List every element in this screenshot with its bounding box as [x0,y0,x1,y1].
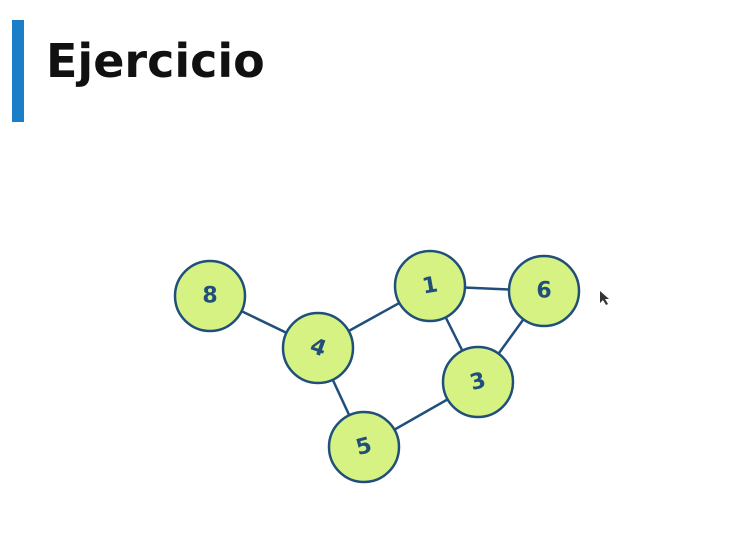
node-label: 1 [420,272,439,299]
graph-node-4: 4 [281,311,355,385]
node-label: 8 [202,284,217,309]
node-circle [441,345,515,419]
node-circle [327,410,401,484]
graph-node-1: 1 [393,249,467,323]
node-circle [507,254,581,328]
mouse-cursor-icon [600,291,609,305]
graph-node-3: 3 [441,345,515,419]
node-circle [173,259,247,333]
node-circle [281,311,355,385]
node-label: 5 [353,433,374,461]
graph-node-5: 5 [327,410,401,484]
node-circle [393,249,467,323]
node-label: 6 [536,279,551,304]
graph-nodes: 8 4 1 6 3 5 [173,249,581,484]
title-accent-bar [12,20,24,122]
slide-title: Ejercicio [46,34,265,88]
graph-node-8: 8 [173,259,247,333]
graph-node-6: 6 [507,254,581,328]
node-label: 3 [467,368,488,396]
